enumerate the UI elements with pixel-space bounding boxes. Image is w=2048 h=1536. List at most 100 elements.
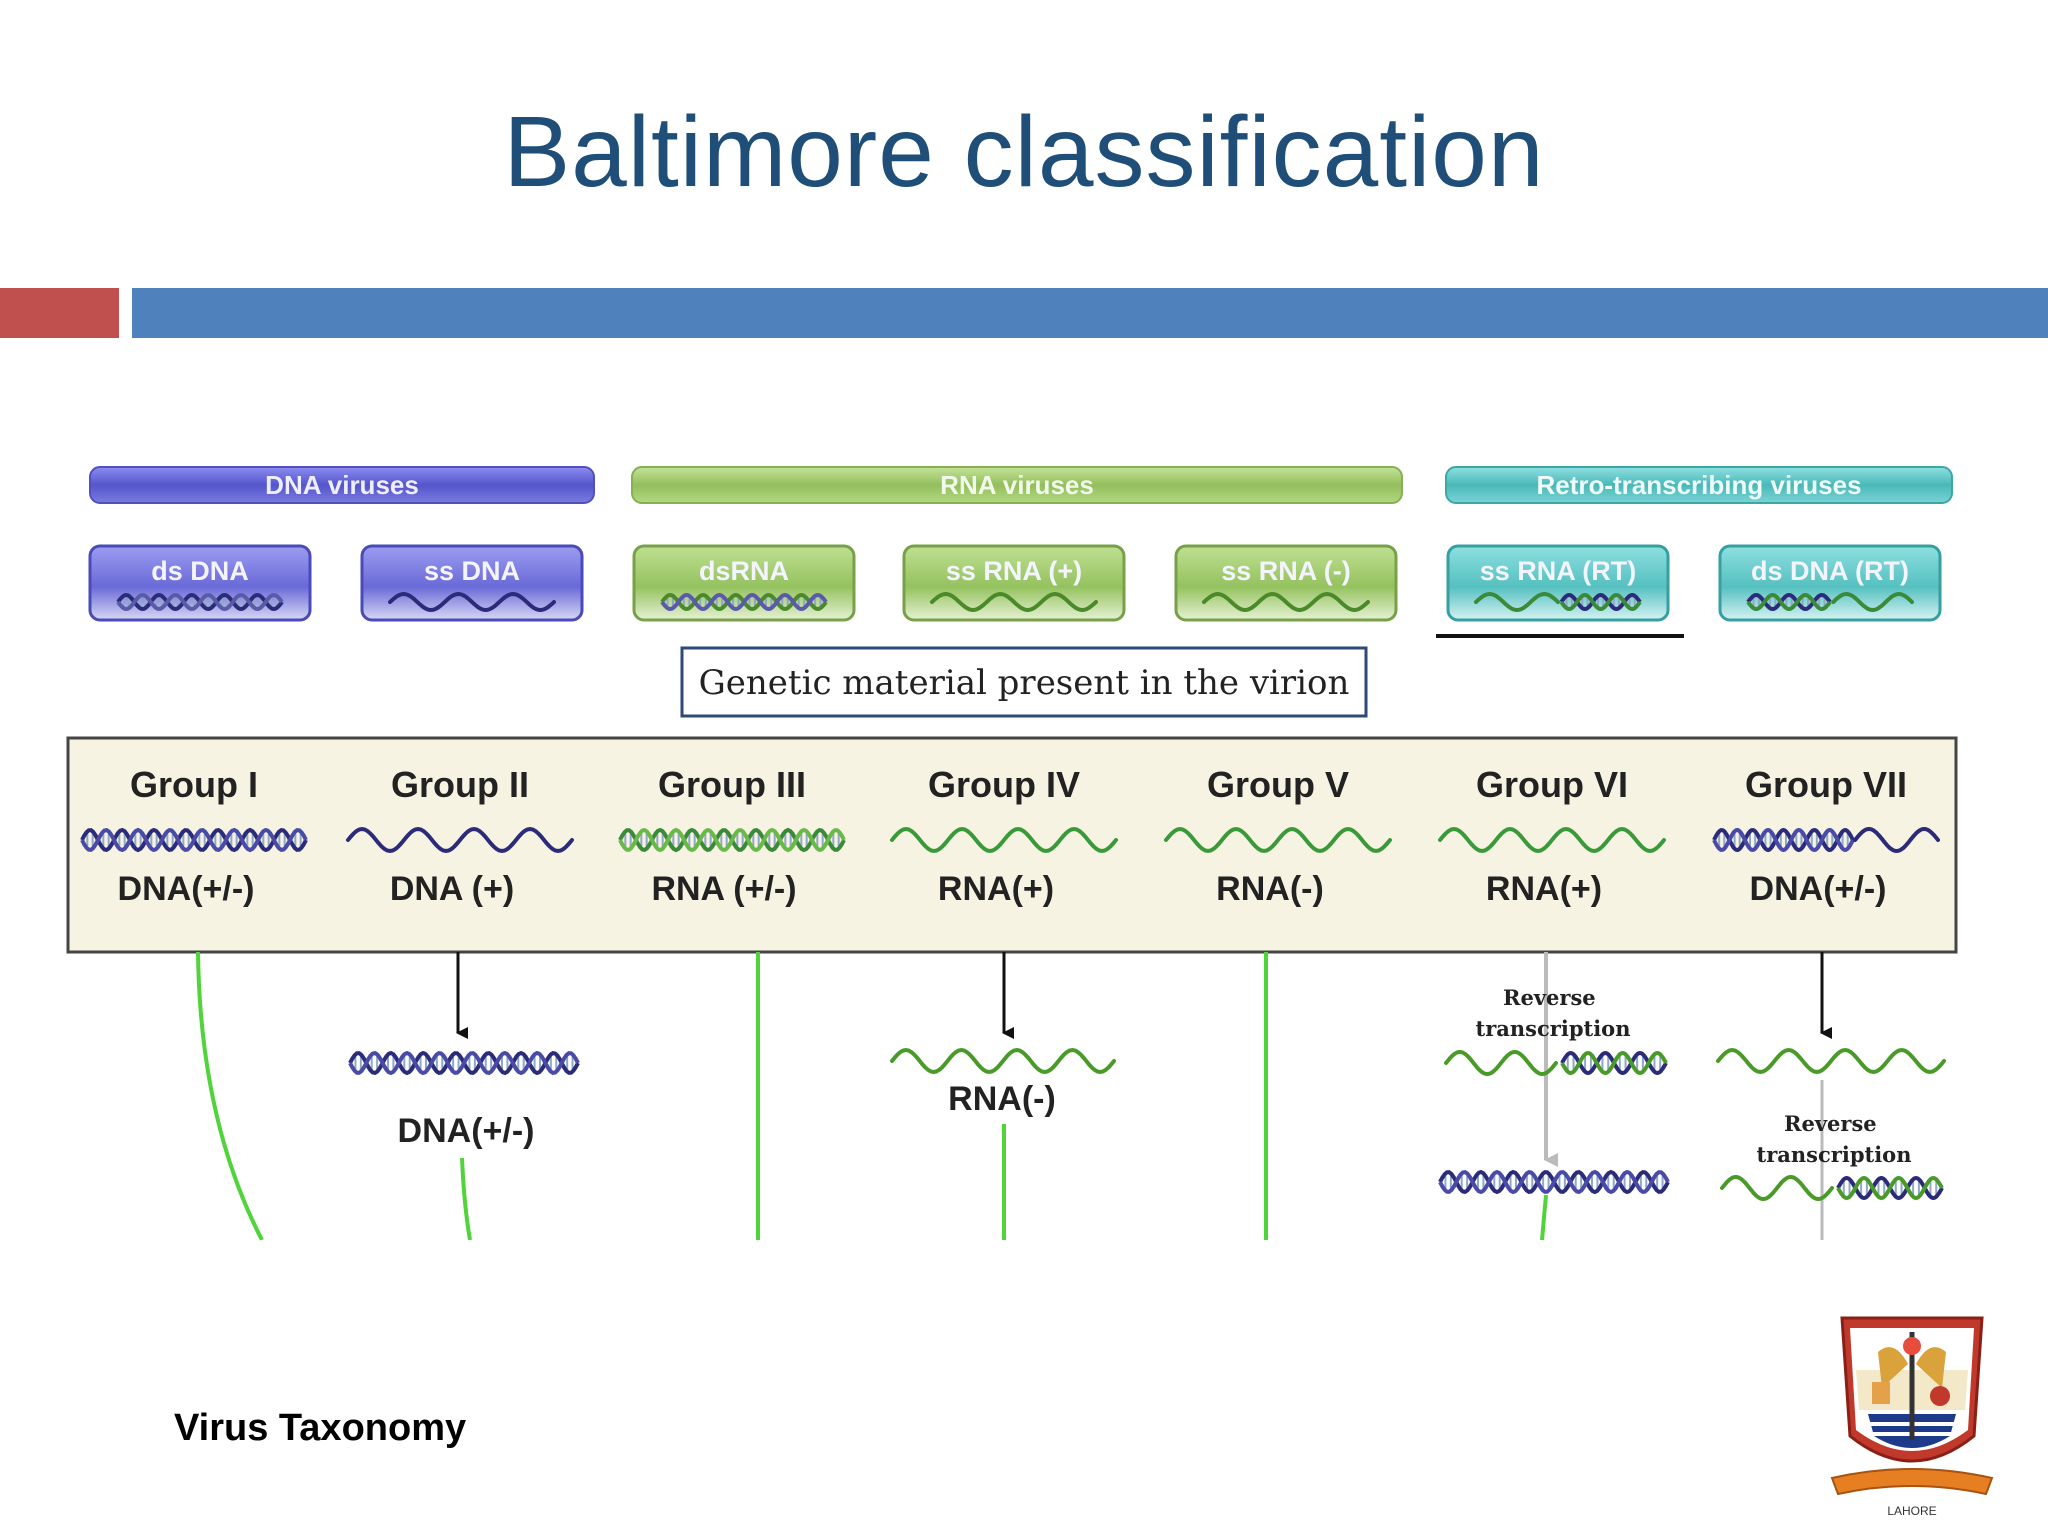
category-label: RNA viruses (940, 470, 1094, 500)
genome-type-label: ss RNA (RT) (1480, 556, 1637, 586)
genome-type-box: ss RNA (+) (902, 544, 1126, 622)
strand-b (1712, 827, 1855, 853)
category-retro-viruses: Retro-transcribing viruses (1445, 466, 1953, 504)
group-genome: RNA(+) (938, 870, 1054, 908)
genome-type-box: ss DNA (360, 544, 584, 622)
logo-caption: LAHORE (1887, 1504, 1936, 1518)
genome-type-label: dsRNA (699, 556, 789, 586)
accent-bar-red (0, 288, 119, 338)
rt-line-2: transcription (1476, 1016, 1631, 1041)
group-column: Group VI RNA(+) (1438, 764, 1666, 908)
category-bars: DNA viruses RNA viruses Retro-transcribi… (89, 466, 1953, 504)
ss-strand (890, 1047, 1116, 1075)
group-genome: RNA (+/-) (651, 870, 796, 908)
group-genome: RNA(-) (1216, 870, 1324, 908)
caption-text: Genetic material present in the virion (699, 663, 1350, 703)
pathway-group-1 (196, 951, 264, 1241)
strand-b (1438, 1169, 1670, 1195)
genome-type-label: ss RNA (-) (1221, 556, 1351, 586)
rt-line-1: Reverse (1784, 1111, 1877, 1136)
genome-type-label: ss DNA (424, 556, 520, 586)
genome-type-label: ss RNA (+) (946, 556, 1082, 586)
group-name: Group III (658, 764, 806, 805)
group-genome: DNA (+) (390, 870, 514, 908)
strand-b (1746, 592, 1832, 612)
category-label: DNA viruses (265, 470, 419, 500)
group-column: Group I DNA(+/-) (80, 764, 308, 908)
diagram-cutoff (60, 1240, 1960, 1280)
strand-b (1836, 1175, 1944, 1201)
genome-type-boxes: ds DNA ss DNA dsRNA ss RNA (+) ss RNA (-) ss … (88, 544, 1942, 622)
replication-pathways: DNA(+/-) RNA(-) Reverse transcription Re… (196, 951, 1946, 1241)
strand-b (660, 592, 828, 612)
intermediate-label-group-2: DNA(+/-) (398, 1112, 535, 1150)
ss-strand (890, 826, 1118, 854)
rt-line-2: transcription (1757, 1142, 1912, 1167)
group-column: Group IV RNA(+) (890, 764, 1118, 908)
ss-strand (1720, 1174, 1834, 1202)
genome-type-box: ss RNA (RT) (1446, 544, 1670, 622)
accent-bar-blue (132, 288, 2048, 338)
intermediate-helix-group-7a (1716, 1047, 1946, 1075)
ss-strand (1164, 826, 1392, 854)
group-genome: DNA(+/-) (1750, 870, 1887, 908)
rt-line-1: Reverse (1503, 985, 1596, 1010)
pathway-group-6 (1540, 1194, 1548, 1241)
genome-type-box: dsRNA (632, 544, 856, 622)
group-column: Group VII DNA(+/-) (1712, 764, 1940, 908)
group-name: Group V (1207, 764, 1349, 805)
category-dna-viruses: DNA viruses (89, 466, 595, 504)
genome-type-box: ss RNA (-) (1174, 544, 1398, 622)
ss-strand (1853, 827, 1940, 854)
intermediate-helix-group-2 (348, 1050, 580, 1076)
ss-strand (1438, 826, 1666, 854)
strand-b (116, 592, 284, 612)
strand-b (80, 827, 308, 853)
category-rna-viruses: RNA viruses (631, 466, 1403, 504)
ss-strand (1444, 1049, 1558, 1077)
strand-a (1712, 827, 1855, 853)
slide-title: Baltimore classification (503, 96, 1545, 208)
intermediate-helix-group-6a (1444, 1049, 1668, 1077)
groups: Group I DNA(+/-) Group II DNA (+) Group III R… (80, 764, 1940, 908)
genome-type-box: ds DNA (RT) (1718, 544, 1942, 622)
group-genome: RNA(+) (1486, 870, 1602, 908)
ss-strand (1831, 592, 1914, 613)
group-name: Group I (130, 764, 258, 805)
intermediate-helix-group-7b (1720, 1174, 1944, 1202)
intermediate-label-group-7: Reverse transcription (1757, 1111, 1912, 1167)
intermediate-label-group-6: Reverse transcription (1476, 985, 1631, 1041)
genome-type-box: ds DNA (88, 544, 312, 622)
group-name: Group VI (1476, 764, 1628, 805)
group-name: Group II (391, 764, 529, 805)
group-genome: DNA(+/-) (118, 870, 255, 908)
intermediate-label-group-4: RNA(-) (948, 1080, 1056, 1118)
ss-strand (1202, 591, 1370, 613)
strand-b (1560, 1050, 1668, 1076)
ss-strand (1474, 592, 1560, 613)
category-label: Retro-transcribing viruses (1536, 470, 1861, 500)
ss-strand (388, 591, 556, 613)
intermediate-helix-group-6b (1438, 1169, 1670, 1195)
group-name: Group IV (928, 764, 1080, 805)
group-column: Group II DNA (+) (346, 764, 574, 908)
genome-type-label: ds DNA (151, 556, 249, 586)
footer-text: Virus Taxonomy (174, 1407, 467, 1449)
group-name: Group VII (1745, 764, 1907, 805)
group-column: Group V RNA(-) (1164, 764, 1392, 908)
ss-strand (930, 591, 1098, 613)
strand-b (618, 827, 846, 853)
group-column: Group III RNA (+/-) (618, 764, 846, 908)
genome-type-label: ds DNA (RT) (1751, 556, 1909, 586)
pathway-group-2 (460, 1157, 472, 1241)
virion-caption: Genetic material present in the virion (680, 646, 1368, 718)
ss-strand (1716, 1047, 1946, 1075)
ss-strand (346, 826, 574, 854)
strand-b (1559, 592, 1642, 612)
strand-b (348, 1050, 580, 1076)
strand-a (1746, 592, 1832, 612)
intermediate-helix-group-4 (890, 1047, 1116, 1075)
strand-a (1559, 592, 1642, 612)
